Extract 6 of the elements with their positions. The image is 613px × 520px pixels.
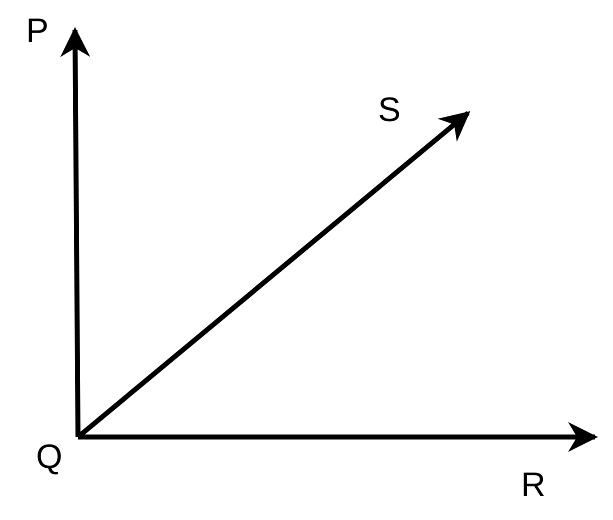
- point-label: R: [521, 468, 546, 502]
- point-label: P: [26, 14, 49, 48]
- point-label: Q: [36, 440, 62, 474]
- ray-arrow: [78, 422, 598, 452]
- point-label: S: [378, 93, 401, 127]
- ray-arrow: [60, 27, 90, 438]
